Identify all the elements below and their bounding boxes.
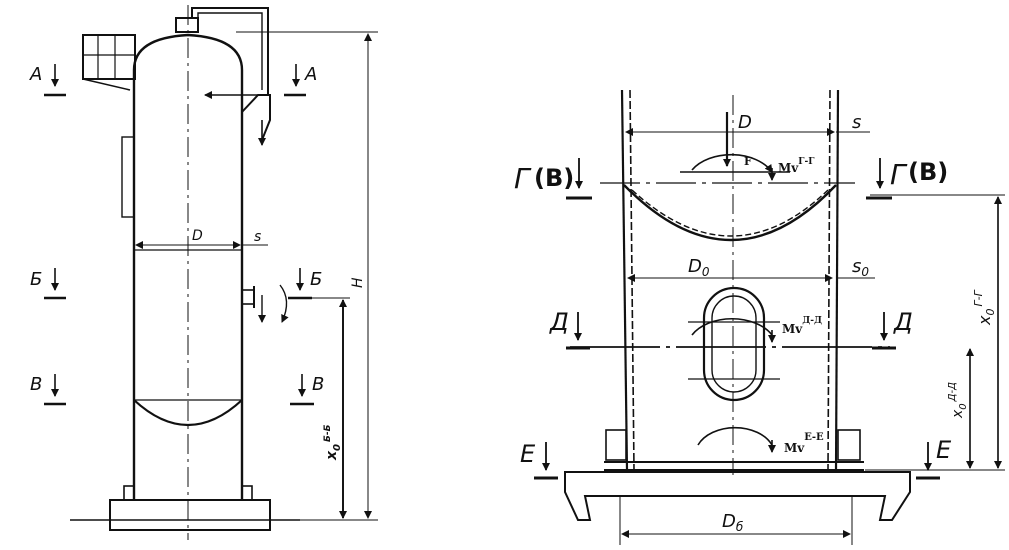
section-a-right: А: [284, 64, 317, 97]
svg-text:В: В: [312, 374, 324, 395]
right-diameter-top-label: D: [738, 112, 752, 133]
svg-text:Б: Б: [310, 269, 322, 290]
side-nozzle: [241, 289, 255, 305]
right-wall-mid-label: s0: [852, 256, 869, 279]
svg-text:(В): (В): [534, 164, 574, 192]
left-vessel-figure: D s H x0Б-Б А А Б: [29, 5, 378, 540]
svg-text:x0Д-Д: x0Д-Д: [947, 382, 969, 419]
right-diameter-mid-label: D0: [688, 256, 710, 279]
left-foundation: [109, 499, 271, 531]
moment-gg-label: MvГ-Г: [778, 157, 815, 175]
moment-ee-arrow: [697, 426, 773, 446]
x0-bb-label: x0Б-Б: [323, 424, 343, 461]
section-b-left: Б: [30, 268, 66, 300]
x0-dd-label: x0Д-Д: [947, 382, 969, 419]
right-diameter-base-label: Dб: [722, 511, 744, 534]
x0-gg-label: x0Г-Г: [972, 289, 997, 326]
section-d-right: Д: [872, 308, 913, 350]
svg-text:Г: Г: [890, 158, 908, 191]
svg-text:А: А: [29, 64, 42, 85]
svg-text:Е: Е: [520, 440, 536, 468]
sight-glass: [121, 136, 135, 218]
shell-left-outer: [620, 89, 629, 471]
svg-text:А: А: [304, 64, 317, 85]
section-e-right: Е: [916, 436, 952, 480]
force-label: F: [744, 155, 752, 168]
left-diameter-label: D: [192, 228, 203, 244]
section-d-left: Д: [549, 308, 590, 350]
svg-text:x0Г-Г: x0Г-Г: [972, 289, 997, 326]
top-nozzle: [175, 17, 199, 33]
svg-text:Д: Д: [893, 308, 913, 336]
skirt-head-outer: [623, 184, 837, 242]
svg-text:Е: Е: [936, 436, 952, 464]
moment-ee-label: MvЕ-Е: [784, 432, 824, 455]
svg-text:Д: Д: [549, 308, 569, 336]
access-opening: [702, 286, 766, 402]
moment-dd-arrow: [691, 317, 773, 336]
anchor-right: [837, 429, 861, 461]
height-label: H: [350, 277, 366, 288]
right-skirt-figure: D s D0 s0 Dб x0Г-Г x0Д-Д F: [514, 89, 1005, 545]
vessel-shell: [132, 33, 244, 500]
section-a-left: А: [29, 64, 66, 97]
moment-dd-label: MvД-Д: [782, 316, 822, 336]
shell-right-outer: [834, 89, 840, 471]
svg-text:Г: Г: [514, 162, 532, 195]
section-v-left: В: [30, 374, 66, 406]
section-g-right: Г (В): [866, 158, 948, 200]
svg-text:Б: Б: [30, 269, 42, 290]
section-v-right: В: [290, 374, 324, 406]
svg-text:(В): (В): [908, 158, 948, 186]
anchor-left: [605, 429, 627, 461]
section-b-right: Б: [288, 268, 322, 300]
left-wall-label: s: [254, 229, 261, 245]
vessel-bottom-head: [133, 399, 243, 427]
top-platform: [82, 34, 136, 80]
svg-text:x0Б-Б: x0Б-Б: [323, 424, 343, 461]
right-wall-top-label: s: [852, 112, 861, 133]
svg-text:В: В: [30, 374, 42, 395]
moment-gg-arrow: [691, 153, 773, 173]
section-e-left: Е: [520, 440, 558, 480]
section-g-left: Г (В): [514, 158, 592, 200]
right-foundation: [564, 471, 911, 521]
